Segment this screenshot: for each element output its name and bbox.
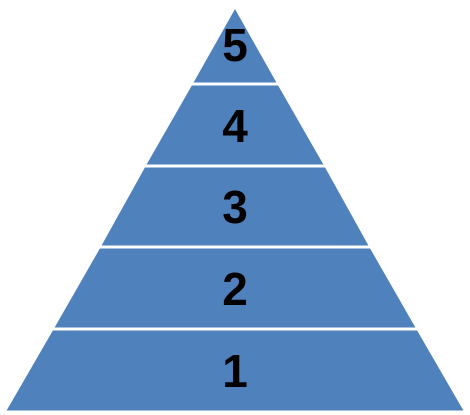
tier-label-3: 3 [222,181,248,233]
tier-label-4: 4 [222,100,248,152]
tier-label-5: 5 [222,19,248,71]
tier-label-2: 2 [222,263,248,315]
pyramid-tier-5 [188,2,282,86]
tier-label-1: 1 [222,345,248,397]
